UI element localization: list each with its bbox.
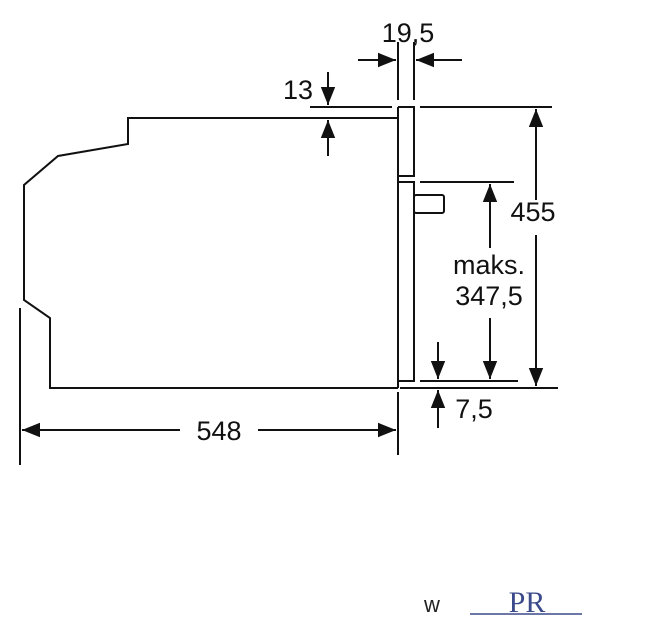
- label-max-value: 347,5: [455, 281, 523, 311]
- door-handle: [413, 194, 445, 214]
- logo: PR: [470, 586, 582, 619]
- oven-body-outline: [23, 117, 398, 389]
- label-bottom-offset: 7,5: [455, 394, 493, 424]
- footer-letter: w: [423, 592, 440, 617]
- logo-text: PR: [509, 586, 546, 619]
- front-panel-door: [398, 181, 415, 382]
- label-max: maks.: [453, 250, 525, 280]
- label-top-offset: 13: [283, 75, 313, 105]
- front-panel-upper: [398, 106, 415, 177]
- label-total-height: 455: [510, 197, 555, 227]
- label-top-gap: 19,5: [382, 18, 435, 48]
- label-depth: 548: [196, 416, 241, 446]
